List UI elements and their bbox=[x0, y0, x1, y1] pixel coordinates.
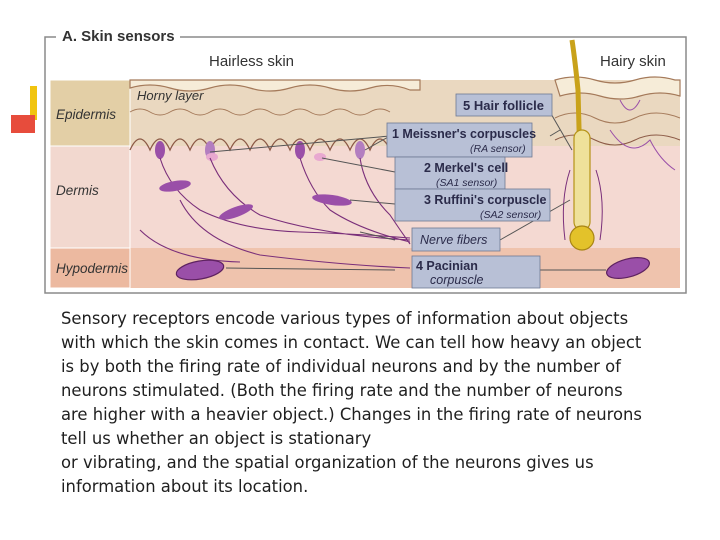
caption-line: information about its location. bbox=[61, 475, 701, 499]
caption-line: is by both the firing rate of individual… bbox=[61, 355, 701, 379]
caption-line: neurons stimulated. (Both the firing rat… bbox=[61, 379, 701, 403]
hairy-skin-label: Hairy skin bbox=[600, 53, 666, 70]
callout-meissner: 1 Meissner's corpuscles (RA sensor) bbox=[387, 123, 536, 157]
callout-hair-follicle: 5 Hair follicle bbox=[456, 94, 552, 116]
caption-line: tell us whether an object is stationary bbox=[61, 427, 701, 451]
callout-hair-follicle-text: 5 Hair follicle bbox=[463, 98, 544, 113]
hypodermis-label: Hypodermis bbox=[56, 261, 128, 276]
hair-bulb bbox=[570, 226, 594, 250]
hair-follicle-sheath bbox=[574, 130, 590, 230]
skin-sensors-figure: A. Skin sensors Hairless skin Hairy skin… bbox=[0, 0, 720, 300]
callout-pacinian-text-2: corpuscle bbox=[430, 273, 484, 287]
hypodermis-band bbox=[50, 248, 680, 288]
callout-merkel-subtext: (SA1 sensor) bbox=[436, 177, 497, 189]
meissner-corpuscle bbox=[155, 141, 165, 159]
callout-ruffini-subtext: (SA2 sensor) bbox=[480, 209, 541, 221]
callout-pacinian-text: 4 Pacinian bbox=[416, 259, 478, 273]
dermis-label: Dermis bbox=[56, 183, 99, 198]
callout-nerve-fibers-text: Nerve fibers bbox=[420, 233, 487, 247]
meissner-corpuscle bbox=[355, 141, 365, 159]
hairless-skin-label: Hairless skin bbox=[209, 53, 294, 70]
slide-accent-bar-red bbox=[11, 115, 35, 133]
callout-merkel-text: 2 Merkel's cell bbox=[424, 161, 508, 175]
callout-meissner-text: 1 Meissner's corpuscles bbox=[392, 127, 536, 141]
caption-line: Sensory receptors encode various types o… bbox=[61, 307, 701, 331]
horny-layer-label: Horny layer bbox=[137, 88, 204, 103]
caption-line: or vibrating, and the spatial organizati… bbox=[61, 451, 701, 475]
epidermis-label: Epidermis bbox=[56, 107, 116, 122]
merkel-cell bbox=[314, 153, 326, 161]
callout-ruffini: 3 Ruffini's corpuscle (SA2 sensor) bbox=[395, 189, 550, 221]
callout-pacinian: 4 Pacinian corpuscle bbox=[412, 256, 540, 288]
callout-merkel: 2 Merkel's cell (SA1 sensor) bbox=[395, 157, 508, 189]
figure-title: A. Skin sensors bbox=[62, 28, 175, 45]
merkel-cell bbox=[206, 153, 218, 161]
caption-line: are higher with a heavier object.) Chang… bbox=[61, 403, 701, 427]
caption-paragraph: Sensory receptors encode various types o… bbox=[61, 307, 701, 499]
caption-line: with which the skin comes in contact. We… bbox=[61, 331, 701, 355]
callout-meissner-subtext: (RA sensor) bbox=[470, 143, 526, 155]
callout-nerve-fibers: Nerve fibers bbox=[412, 228, 500, 251]
callout-ruffini-text: 3 Ruffini's corpuscle bbox=[424, 193, 546, 207]
slide-accent-bar-yellow bbox=[30, 86, 37, 120]
